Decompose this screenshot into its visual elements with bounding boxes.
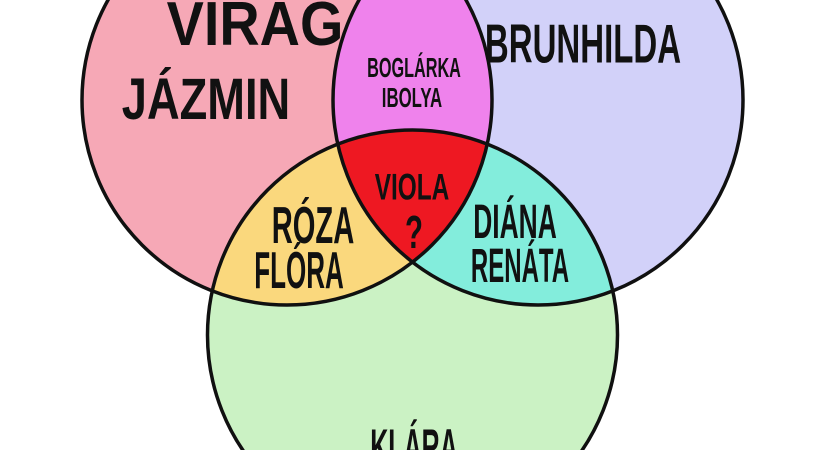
label-set-top-right: BRUNHILDA: [484, 12, 682, 75]
label-overlap-top-line2: IBOLYA: [381, 82, 443, 113]
overlap-center-region: [333, 130, 492, 305]
label-overlap-left-line1: RÓZA: [271, 197, 355, 255]
label-overlap-left-line2: FLÓRA: [254, 242, 344, 300]
overlap-center-fill: [333, 130, 492, 305]
circle-top-right-outline: [331, 0, 745, 307]
circle-top-left-outline: [80, 0, 494, 307]
label-set-top-left-line1: VIRÁG: [166, 0, 344, 59]
label-set-bottom: KLÁRA: [370, 419, 458, 450]
label-overlap-center-line2: ?: [405, 206, 423, 258]
label-overlap-right-line1: DIÁNA: [473, 196, 557, 249]
label-overlap-top-line1: BOGLÁRKA: [367, 52, 461, 83]
label-overlap-right-line2: RENÁTA: [470, 240, 570, 293]
label-overlap-center-line1: VIOLA: [374, 166, 450, 208]
label-set-top-left-line2: JÁZMIN: [121, 67, 291, 132]
circle-bottom-outline: [205, 128, 620, 450]
